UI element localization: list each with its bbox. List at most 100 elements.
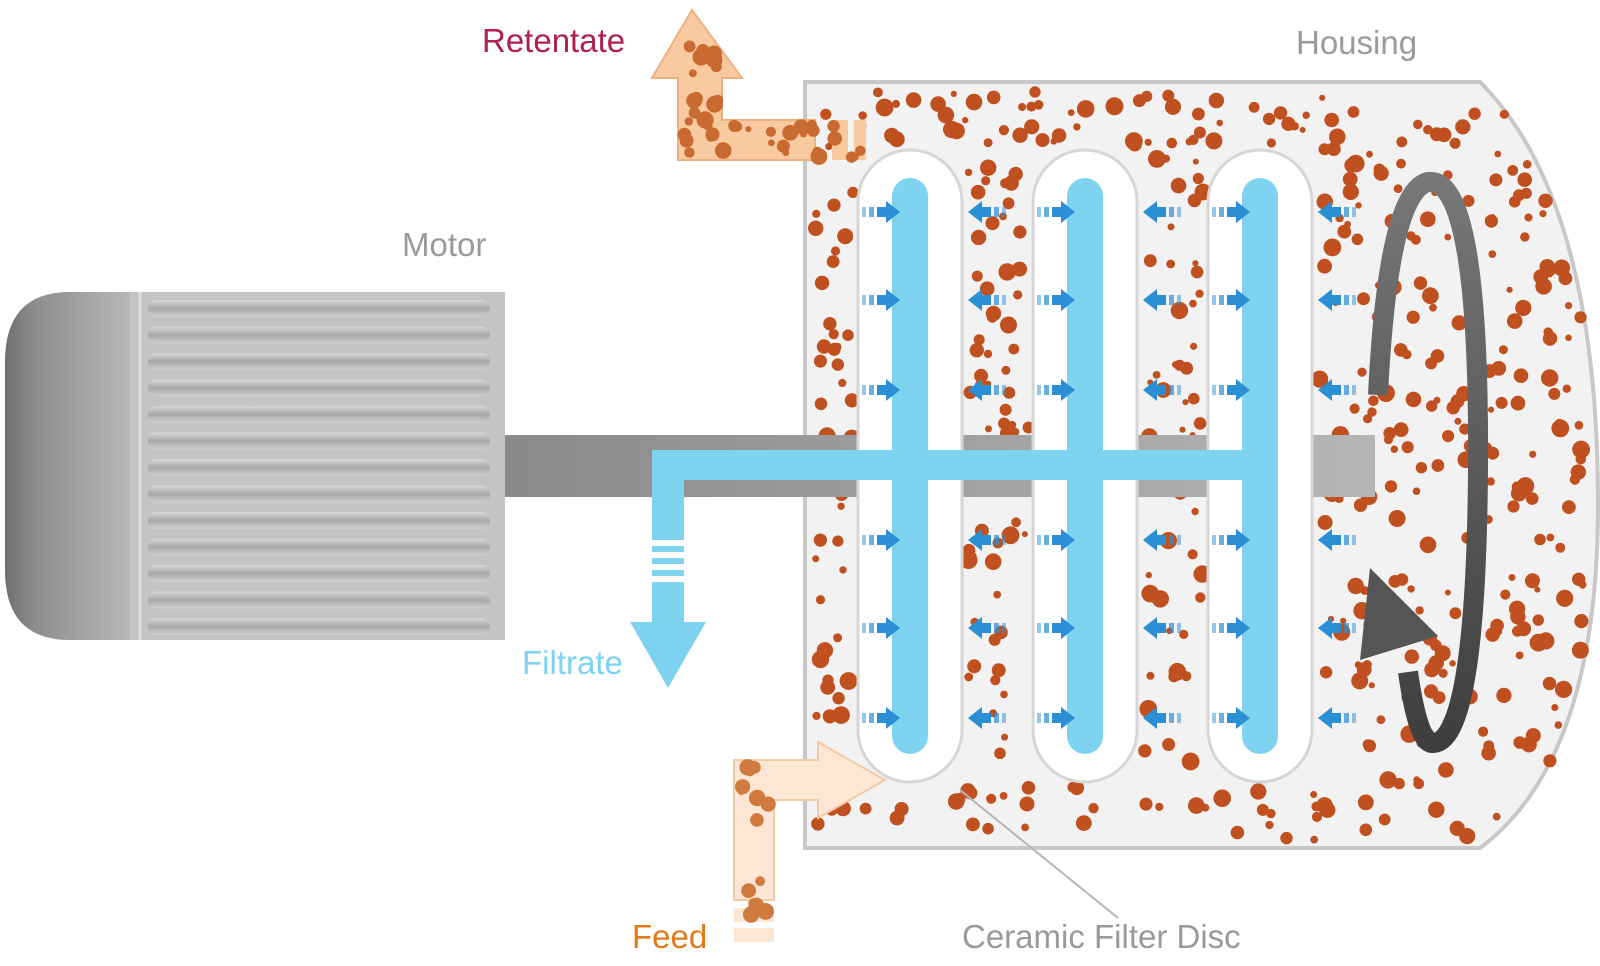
particle <box>1488 250 1497 258</box>
flow-arrow-icon <box>1318 617 1356 639</box>
particle <box>986 90 1001 105</box>
particle <box>1012 127 1028 143</box>
flow-arrow-icon <box>1318 529 1356 551</box>
particle <box>1179 426 1186 433</box>
particle <box>1340 617 1347 625</box>
particle <box>1280 831 1293 845</box>
particle <box>811 817 825 831</box>
particle <box>971 270 983 282</box>
particle <box>982 822 994 835</box>
particle <box>894 802 909 816</box>
particle <box>966 817 980 832</box>
particle <box>1481 745 1496 761</box>
particle <box>1317 515 1333 530</box>
particle <box>1570 464 1587 480</box>
particle <box>1555 542 1566 553</box>
particle <box>1551 704 1559 711</box>
particle <box>1067 781 1078 793</box>
particle <box>1192 172 1204 185</box>
particle <box>1125 132 1143 151</box>
motor-fin <box>148 565 490 582</box>
particle <box>1311 370 1329 388</box>
particle <box>1542 676 1557 691</box>
particle <box>1170 301 1189 320</box>
particle <box>1395 573 1409 586</box>
particle <box>1302 111 1310 119</box>
particle <box>1444 589 1451 596</box>
particle <box>1205 132 1223 150</box>
particle <box>823 317 837 331</box>
particle <box>1404 649 1420 664</box>
particle <box>1051 128 1067 143</box>
feed-label: Feed <box>632 918 708 955</box>
particle <box>1360 586 1370 595</box>
flow-arrow-icon <box>968 289 1006 311</box>
particle <box>827 119 840 133</box>
particle <box>990 675 1001 686</box>
particle <box>1187 193 1202 208</box>
particle <box>1507 500 1520 513</box>
particle <box>1166 259 1176 269</box>
particle <box>1506 313 1523 329</box>
particle <box>844 393 860 408</box>
particle <box>1067 109 1075 116</box>
particle <box>1367 407 1377 417</box>
particle <box>1510 609 1526 625</box>
particle <box>974 368 989 383</box>
particle <box>1075 815 1092 831</box>
particle <box>776 139 790 153</box>
particle <box>1188 392 1200 405</box>
particle <box>1495 396 1508 409</box>
particle <box>1073 123 1081 131</box>
particle <box>855 145 866 156</box>
particle <box>1548 387 1561 400</box>
particle <box>1216 119 1223 127</box>
particle <box>1449 137 1461 149</box>
particle <box>1488 406 1495 413</box>
particle <box>732 121 743 132</box>
particle <box>1390 445 1399 453</box>
particle <box>1413 776 1421 784</box>
housing-label: Housing <box>1296 24 1418 61</box>
particle <box>815 595 826 605</box>
particle <box>1329 128 1346 146</box>
particle <box>1433 463 1441 471</box>
particle <box>991 663 1006 678</box>
particle <box>1428 801 1445 818</box>
particle <box>748 897 764 913</box>
particle <box>1429 127 1444 142</box>
particle <box>892 99 900 108</box>
flow-arrow-icon <box>1212 379 1250 401</box>
particle <box>827 131 842 146</box>
retentate-outlet <box>650 8 866 165</box>
particle <box>1181 671 1192 682</box>
particle <box>1378 813 1391 826</box>
particle <box>1384 435 1393 445</box>
particle <box>1492 812 1501 821</box>
particle <box>838 378 847 388</box>
particle <box>1426 400 1438 412</box>
particle <box>1539 210 1547 218</box>
motor-fin <box>148 432 490 450</box>
particle <box>1513 368 1529 384</box>
particle <box>830 246 841 256</box>
particle <box>1420 211 1436 227</box>
particle <box>820 108 832 120</box>
particle <box>1376 715 1386 725</box>
filtrate-arrow-icon <box>630 622 706 688</box>
particle <box>873 87 883 98</box>
particle <box>1541 369 1559 387</box>
particle <box>1076 100 1095 118</box>
particle <box>1323 238 1342 257</box>
particle <box>1190 265 1204 279</box>
particle <box>1532 614 1545 626</box>
particle <box>1574 311 1587 324</box>
particle <box>1019 796 1035 812</box>
particle <box>826 255 840 268</box>
particle <box>1543 754 1557 768</box>
particle <box>964 672 974 682</box>
particle <box>793 119 809 134</box>
particle <box>1534 586 1541 593</box>
particle <box>1317 258 1332 274</box>
particle <box>1449 660 1456 667</box>
